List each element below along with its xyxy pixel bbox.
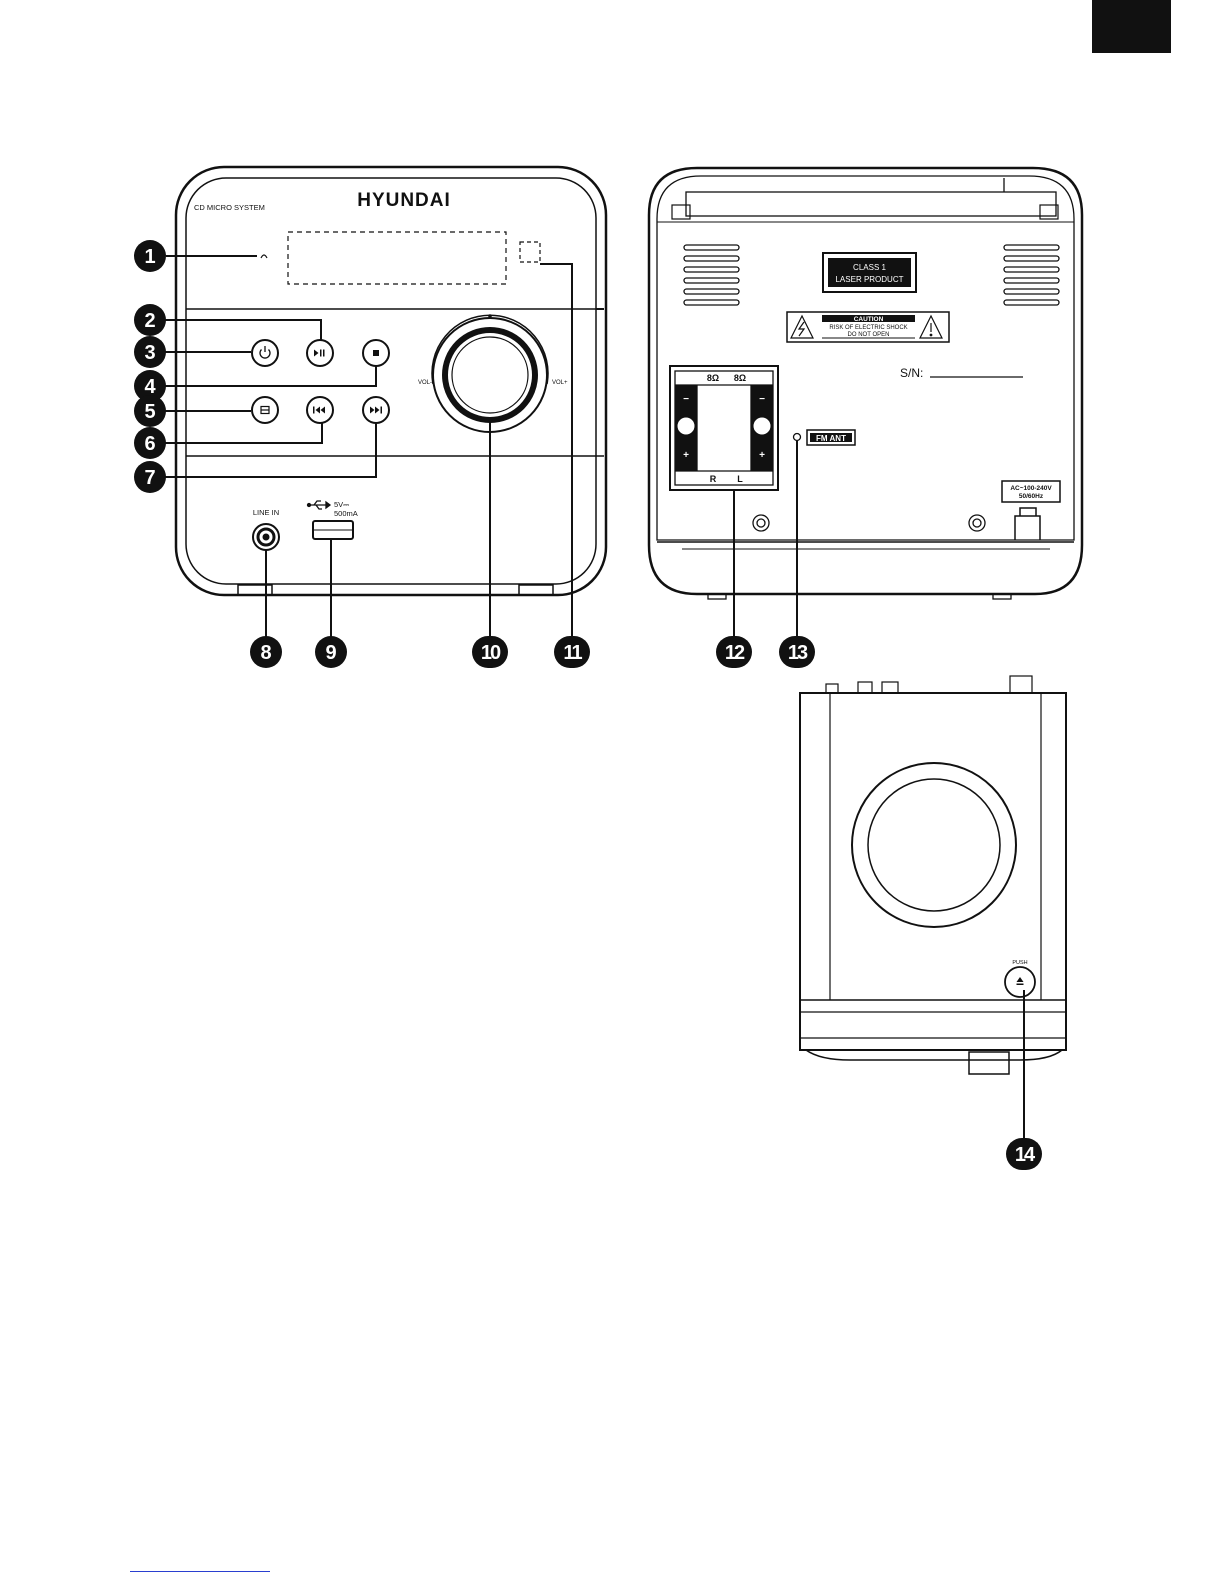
speaker-plus-right: + bbox=[683, 450, 689, 461]
play-pause-button[interactable] bbox=[307, 340, 333, 366]
cd-lid-outer bbox=[852, 763, 1016, 927]
line-in-jack[interactable] bbox=[253, 524, 279, 550]
laser-label-line1: CLASS 1 bbox=[853, 263, 886, 272]
callout-12: 12 bbox=[716, 636, 752, 668]
speaker-impedance-right: 8Ω bbox=[707, 373, 719, 383]
callout-2: 2 bbox=[134, 304, 166, 336]
svg-text:14: 14 bbox=[1015, 1144, 1036, 1166]
svg-text:4: 4 bbox=[144, 376, 156, 398]
speaker-terminals[interactable] bbox=[670, 366, 778, 490]
callout-14: 14 bbox=[1006, 1138, 1042, 1170]
caution-title: CAUTION bbox=[854, 316, 884, 323]
model-label: CD MICRO SYSTEM bbox=[194, 203, 265, 212]
caution-line2: DO NOT OPEN bbox=[848, 332, 890, 338]
svg-text:11: 11 bbox=[563, 642, 582, 664]
callout-8: 8 bbox=[250, 636, 282, 668]
screw-left bbox=[753, 515, 769, 531]
callout-10: 10 bbox=[472, 636, 508, 668]
speaker-plus-left: + bbox=[759, 450, 765, 461]
callout-11: 11 bbox=[554, 636, 590, 668]
callout-6: 6 bbox=[134, 427, 166, 459]
carry-handle bbox=[686, 192, 1056, 216]
power-button[interactable] bbox=[252, 340, 278, 366]
fm-antenna-socket[interactable] bbox=[794, 434, 801, 441]
cd-lid-inner bbox=[868, 779, 1000, 911]
usb-rating-current: 500mA bbox=[334, 509, 358, 518]
svg-text:3: 3 bbox=[144, 342, 155, 364]
speaker-minus-right: − bbox=[683, 394, 689, 405]
volume-minus-label: VOL- bbox=[418, 380, 432, 386]
leader-lines bbox=[158, 256, 1024, 1140]
footer-underline bbox=[130, 1571, 270, 1572]
display-window bbox=[288, 232, 506, 284]
line-in-label: LINE IN bbox=[253, 508, 279, 517]
source-button[interactable] bbox=[252, 397, 278, 423]
vent-right bbox=[1004, 245, 1059, 305]
front-foot-right bbox=[519, 585, 553, 595]
svg-text:9: 9 bbox=[325, 642, 336, 664]
callout-7: 7 bbox=[134, 461, 166, 493]
next-button[interactable] bbox=[363, 397, 389, 423]
caution-line1: RISK OF ELECTRIC SHOCK bbox=[829, 325, 907, 331]
remote-sensor bbox=[520, 242, 540, 262]
svg-text:6: 6 bbox=[144, 433, 155, 455]
callout-1: 1 bbox=[134, 240, 166, 272]
volume-plus-label: VOL+ bbox=[552, 380, 568, 386]
callout-13: 13 bbox=[779, 636, 815, 668]
power-cord bbox=[1015, 508, 1040, 540]
svg-text:8: 8 bbox=[260, 642, 271, 664]
fm-antenna-label: FM ANT bbox=[816, 434, 846, 443]
usb-port[interactable] bbox=[313, 521, 353, 539]
svg-text:13: 13 bbox=[788, 642, 808, 664]
callout-5: 5 bbox=[134, 395, 166, 427]
previous-button[interactable] bbox=[307, 397, 333, 423]
laser-class-label bbox=[823, 253, 916, 292]
push-label: PUSH bbox=[1012, 960, 1027, 966]
brand-logo: HYUNDAI bbox=[357, 190, 451, 211]
volume-knob[interactable] bbox=[432, 314, 548, 432]
stop-button[interactable] bbox=[363, 340, 389, 366]
screw-right bbox=[969, 515, 985, 531]
usb-icon bbox=[308, 501, 331, 509]
svg-text:7: 7 bbox=[144, 467, 155, 489]
svg-text:2: 2 bbox=[144, 310, 155, 332]
speaker-terminal-left[interactable] bbox=[753, 417, 771, 435]
speaker-terminal-right[interactable] bbox=[677, 417, 695, 435]
power-rating-line1: AC~100-240V bbox=[1010, 485, 1052, 492]
speaker-impedance-left: 8Ω bbox=[734, 373, 746, 383]
speaker-minus-left: − bbox=[759, 394, 765, 405]
svg-text:5: 5 bbox=[144, 401, 155, 423]
svg-text:10: 10 bbox=[481, 642, 501, 664]
power-rating-line2: 50/60Hz bbox=[1019, 493, 1044, 500]
svg-text:1: 1 bbox=[144, 246, 155, 268]
callout-9: 9 bbox=[315, 636, 347, 668]
cd-open-button[interactable] bbox=[1005, 967, 1035, 997]
speaker-channel-r: R bbox=[710, 474, 717, 484]
speaker-channel-l: L bbox=[737, 474, 743, 484]
vent-left bbox=[684, 245, 739, 305]
callout-3: 3 bbox=[134, 336, 166, 368]
svg-text:12: 12 bbox=[725, 642, 745, 664]
usb-rating-voltage: 5V⎓ bbox=[334, 500, 350, 509]
top-view bbox=[800, 676, 1066, 1074]
serial-number-label: S/N: bbox=[900, 366, 923, 380]
stop-icon bbox=[373, 350, 379, 356]
laser-label-line2: LASER PRODUCT bbox=[835, 275, 903, 284]
